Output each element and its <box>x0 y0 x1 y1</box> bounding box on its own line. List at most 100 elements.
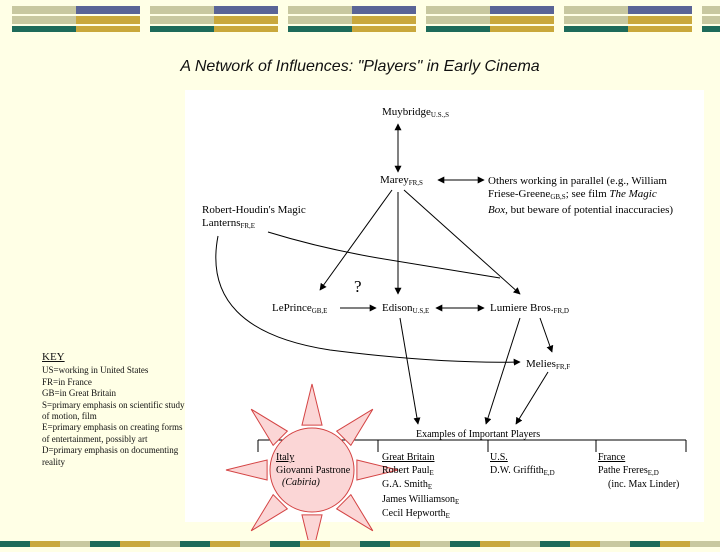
stripe-segment <box>214 16 278 24</box>
key-line: D=primary emphasis on documenting <box>42 445 179 456</box>
bottom-stripe-segment <box>270 541 300 547</box>
slide-title: A Network of Influences: "Players" in Ea… <box>180 58 540 75</box>
node-melies: MeliesFR,F <box>526 358 571 371</box>
key-line: E=primary emphasis on creating forms <box>42 422 183 433</box>
arrow-houdin-edison <box>267 231 501 279</box>
bottom-stripe-decoration <box>0 534 720 547</box>
stripe-segment <box>288 6 352 14</box>
bottom-stripe-segment <box>90 541 120 547</box>
bottom-stripe-segment <box>630 541 660 547</box>
bottom-stripe-segment <box>540 541 570 547</box>
bottom-stripe-segment <box>240 541 270 547</box>
stripe-segment <box>564 26 628 32</box>
bottom-stripe-segment <box>360 541 390 547</box>
stripe-segment <box>426 16 490 24</box>
bottom-stripe-segment <box>120 541 150 547</box>
stripe-segment <box>352 6 416 14</box>
bottom-stripe-segment <box>30 541 60 547</box>
sun-ray <box>301 514 323 540</box>
arrow-lumiere-melies <box>539 317 554 353</box>
key-legend: KEY US=working in United States FR=in Fr… <box>42 351 212 468</box>
stripe-segment <box>352 26 416 32</box>
stripe-segment <box>12 16 76 24</box>
bottom-stripe-segment <box>420 541 450 547</box>
sun-ray <box>225 459 268 481</box>
bottom-stripe-segment <box>210 541 240 547</box>
examples-label: Examples of Important Players <box>416 429 541 440</box>
bottom-stripe-segment <box>570 541 600 547</box>
stripe-segment <box>352 16 416 24</box>
stripe-segment <box>288 16 352 24</box>
key-line: of motion, film <box>42 411 97 422</box>
bottom-stripe-segment <box>450 541 480 547</box>
bottom-stripe-segment <box>330 541 360 547</box>
players-italy: Italy Giovanni Pastrone (Cabiria) <box>276 452 351 488</box>
stripe-segment <box>426 26 490 32</box>
bottom-stripe-segment <box>0 541 30 547</box>
stripe-segment <box>628 16 692 24</box>
key-line: GB=in Great Britain <box>42 388 117 399</box>
bottom-stripe-segment <box>390 541 420 547</box>
stripe-segment <box>76 26 140 32</box>
players-italy-header: Italy <box>276 452 295 463</box>
key-line: FR=in France <box>42 376 92 387</box>
arrow-marey-leprince <box>319 189 393 291</box>
question-mark: ? <box>354 277 362 296</box>
bottom-stripe-segment <box>510 541 540 547</box>
stripe-segment <box>214 6 278 14</box>
sun-ray <box>335 493 374 532</box>
stripe-segment <box>288 26 352 32</box>
stripe-segment <box>702 16 720 24</box>
sun-ray <box>335 408 374 447</box>
stripe-segment <box>490 6 554 14</box>
stripe-segment <box>214 26 278 32</box>
stripe-segment <box>426 6 490 14</box>
stripe-segment <box>12 6 76 14</box>
stripe-segment <box>150 26 214 32</box>
players-gb-header: Great Britain <box>382 452 435 463</box>
stripe-segment <box>628 6 692 14</box>
players-gb: Great Britain Robert PaulE G.A. SmithE J… <box>382 452 460 520</box>
stripe-segment <box>76 6 140 14</box>
key-title: KEY <box>42 351 65 363</box>
bottom-stripe-segment <box>600 541 630 547</box>
stripe-segment <box>12 26 76 32</box>
players-france: France Pathe FreresE,D (inc. Max Linder) <box>598 452 680 490</box>
diagram-arrows <box>215 123 687 540</box>
stripe-segment <box>564 6 628 14</box>
arrow-edison-examples <box>399 317 421 425</box>
node-edison: EdisonU.S,E <box>382 302 430 315</box>
arrow-melies-examples <box>515 371 549 425</box>
bottom-stripe-segment <box>480 541 510 547</box>
sun-ray <box>356 459 399 481</box>
stripe-segment <box>628 26 692 32</box>
arrow-houdin-melies <box>215 235 521 366</box>
arrow-marey-lumiere <box>403 189 521 295</box>
arrow-lumiere-examples <box>484 317 521 425</box>
sun-ray <box>301 383 323 426</box>
stripe-segment <box>76 16 140 24</box>
bottom-stripe-segment <box>660 541 690 547</box>
sun-ray <box>250 493 289 532</box>
bottom-stripe-segment <box>690 541 720 547</box>
players-us-header: U.S. <box>490 452 508 463</box>
node-robert-houdin: Robert-Houdin's Magic LanternsFR,E <box>202 204 306 230</box>
key-line: of entertainment, possibly art <box>42 433 148 444</box>
node-leprince: LePrinceGB,E <box>272 302 328 315</box>
key-line: S=primary emphasis on scientific study <box>42 399 185 410</box>
node-muybridge: MuybridgeU.S.,S <box>382 106 449 119</box>
bottom-stripe-segment <box>150 541 180 547</box>
bottom-stripe-segment <box>180 541 210 547</box>
sun-burst-icon <box>225 383 399 540</box>
sun-ray <box>250 408 289 447</box>
key-line: reality <box>42 456 65 467</box>
bottom-stripe-segment <box>60 541 90 547</box>
players-france-header: France <box>598 452 626 463</box>
stripe-segment <box>702 6 720 14</box>
stripe-segment <box>564 16 628 24</box>
stripe-segment <box>490 16 554 24</box>
players-us: U.S. D.W. GriffithE,D <box>490 452 555 477</box>
bottom-stripe-segment <box>300 541 330 547</box>
stripe-segment <box>150 16 214 24</box>
sun-center <box>269 427 355 513</box>
